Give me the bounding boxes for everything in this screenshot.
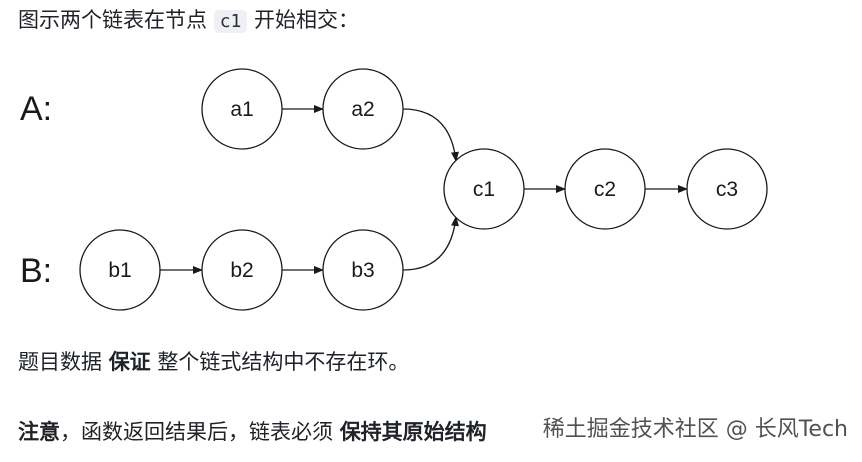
intro-after: 开始相交： [247, 8, 360, 32]
edge-b3-c1 [402, 216, 459, 271]
note-text: 注意，函数返回结果后，链表必须 保持其原始结构 [18, 418, 487, 446]
list-b-label: B: [20, 252, 52, 290]
note-middle: ，函数返回结果后，链表必须 [60, 420, 340, 444]
intro-before: 图示两个链表在节点 [18, 8, 214, 32]
node-a2-label: a2 [351, 98, 374, 121]
node-c2-circle [564, 148, 646, 230]
note-bold-1: 注意 [18, 420, 60, 444]
linked-list-diagram: A: B: a1 a2 b1 b2 b3 c1 c2 c3 [20, 68, 768, 311]
inline-code-c1: c1 [213, 10, 248, 33]
node-c1-label: c1 [473, 178, 495, 201]
node-b1-circle [79, 229, 161, 311]
node-b2-circle [201, 229, 283, 311]
node-a2: a2 [322, 68, 404, 150]
edges-group [160, 105, 688, 274]
nodes-group: a1 a2 b1 b2 b3 c1 c2 c3 [79, 68, 768, 311]
node-a2-circle [322, 68, 404, 150]
node-b3-label: b3 [351, 259, 374, 282]
node-c2-label: c2 [594, 178, 616, 201]
node-c2: c2 [564, 148, 646, 230]
node-b2-label: b2 [230, 259, 253, 282]
node-b3: b3 [322, 229, 404, 311]
note-bold-2: 保持其原始结构 [339, 420, 487, 444]
node-c1-circle [443, 148, 525, 230]
guarantee-text: 题目数据 保证 整个链式结构中不存在环。 [18, 348, 409, 376]
list-a-label: A: [20, 90, 52, 128]
node-c3: c3 [686, 148, 768, 230]
node-c1: c1 [443, 148, 525, 230]
node-b1-label: b1 [108, 259, 131, 282]
guarantee-before: 题目数据 [18, 350, 109, 374]
node-a1-circle [201, 68, 283, 150]
node-c3-label: c3 [716, 178, 738, 201]
node-c3-circle [686, 148, 768, 230]
node-b3-circle [322, 229, 404, 311]
guarantee-after: 整个链式结构中不存在环。 [150, 350, 410, 374]
guarantee-bold: 保证 [108, 350, 151, 374]
node-a1: a1 [201, 68, 283, 150]
intro-text: 图示两个链表在节点 c1 开始相交： [18, 6, 359, 36]
node-b1: b1 [79, 229, 161, 311]
node-a1-label: a1 [230, 98, 253, 121]
edge-a2-c1 [402, 108, 459, 162]
watermark: 稀土掘金技术社区 @ 长风Tech [542, 417, 848, 442]
node-b2: b2 [201, 229, 283, 311]
